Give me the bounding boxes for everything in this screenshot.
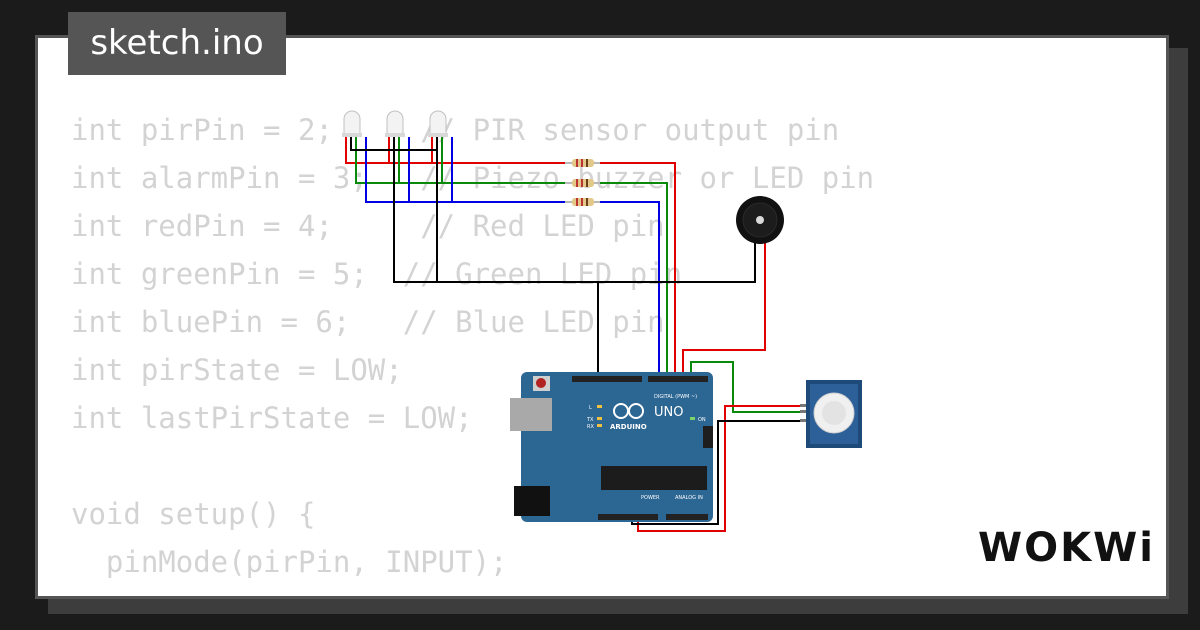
board-rx-label: RX (587, 424, 594, 430)
wire-pir-signal (690, 361, 810, 413)
wire-blue-led (365, 137, 565, 203)
board-tx-label: TX (586, 417, 594, 423)
resistor-3[interactable] (565, 198, 600, 206)
resistor-2[interactable] (565, 179, 600, 187)
rgb-led-1[interactable] (342, 110, 362, 137)
board-brand-label: ARDUINO (610, 423, 647, 431)
resistor-1[interactable] (565, 159, 600, 167)
code-line-3: int redPin = 4; // Red LED pin (71, 209, 665, 243)
board-l-label: L (589, 405, 592, 411)
code-view: int pirPin = 2; // PIR sensor output pin… (71, 106, 874, 596)
code-line-6: int pirState = LOW; (71, 353, 403, 387)
wire-red-led (345, 137, 565, 164)
code-line-10: pinMode(pirPin, INPUT); (71, 545, 508, 579)
code-line-1: int pirPin = 2; // PIR sensor output pin (71, 113, 840, 147)
board-power-label: POWER (641, 495, 660, 501)
code-line-4: int greenPin = 5; // Green LED pin (71, 257, 683, 291)
code-card: int pirPin = 2; // PIR sensor output pin… (35, 35, 1169, 599)
wire-ground (350, 137, 599, 378)
code-line-11: pinMode(alarmPin, OUTPUT); (71, 586, 874, 596)
code-line-9: void setup() { (71, 497, 316, 531)
rgb-led-3[interactable] (428, 110, 448, 137)
board-model-label: UNO (654, 405, 683, 420)
pir-motion-sensor[interactable] (800, 380, 862, 448)
piezo-buzzer[interactable] (736, 196, 784, 244)
code-line-7: int lastPirState = LOW; (71, 401, 473, 435)
board-digital-label: DIGITAL (PWM ~) (654, 394, 697, 400)
arduino-uno-board[interactable]: UNO ARDUINO DIGITAL (PWM ~) POWER ANALOG… (510, 372, 713, 522)
wokwi-logo: WOKWi (978, 525, 1155, 571)
wires (345, 137, 810, 532)
wire-buzzer (682, 236, 766, 378)
code-line-5: int bluePin = 6; // Blue LED pin (71, 305, 665, 339)
wire-green-led (355, 137, 565, 184)
board-analog-label: ANALOG IN (675, 495, 703, 501)
rgb-led-2[interactable] (385, 110, 405, 137)
file-tab[interactable]: sketch.ino (68, 12, 286, 75)
file-tab-label: sketch.ino (90, 23, 264, 63)
board-on-label: ON (698, 417, 706, 423)
